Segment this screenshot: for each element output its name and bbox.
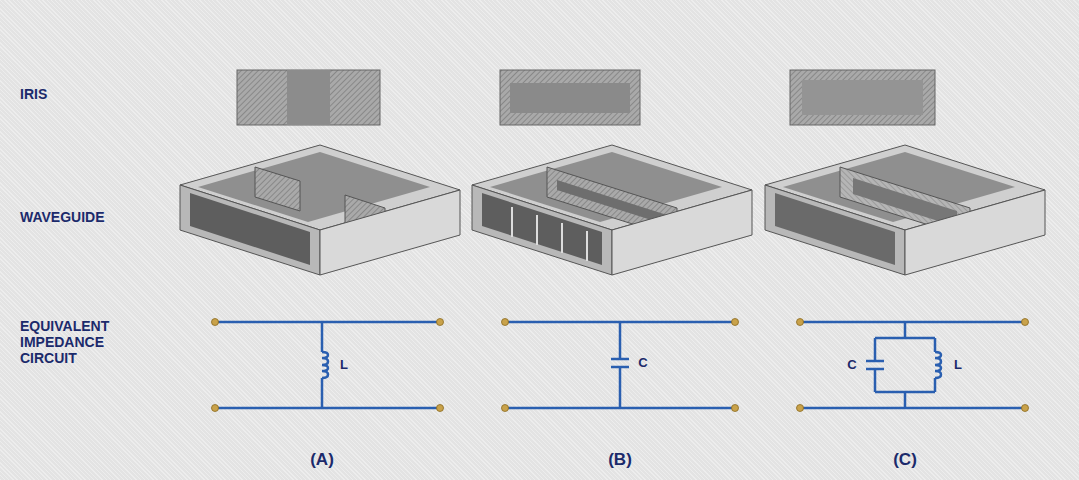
- component-label: C: [847, 358, 856, 373]
- component-label: L: [954, 358, 962, 373]
- component-label: L: [340, 358, 348, 373]
- column-label: (C): [893, 450, 917, 470]
- iris-plate-c: [790, 70, 935, 125]
- row-label: EQUIVALENT IMPEDANCE CIRCUIT: [20, 318, 124, 366]
- circuit-capacitive: [505, 322, 735, 408]
- column-label: (A): [310, 450, 334, 470]
- iris-plate-b: [500, 70, 640, 125]
- waveguide-b: [472, 145, 752, 275]
- terminal-dots: [212, 319, 1029, 412]
- row-label: IRIS: [20, 86, 47, 102]
- column-label: (B): [608, 450, 632, 470]
- row-label: WAVEGUIDE: [20, 209, 105, 225]
- waveguide-c: [765, 145, 1045, 275]
- iris-plate-a: [237, 70, 380, 125]
- component-label: C: [638, 356, 647, 371]
- circuit-resonant: [800, 322, 1025, 408]
- circuit-inductive: [215, 322, 440, 408]
- waveguide-a: [180, 145, 460, 275]
